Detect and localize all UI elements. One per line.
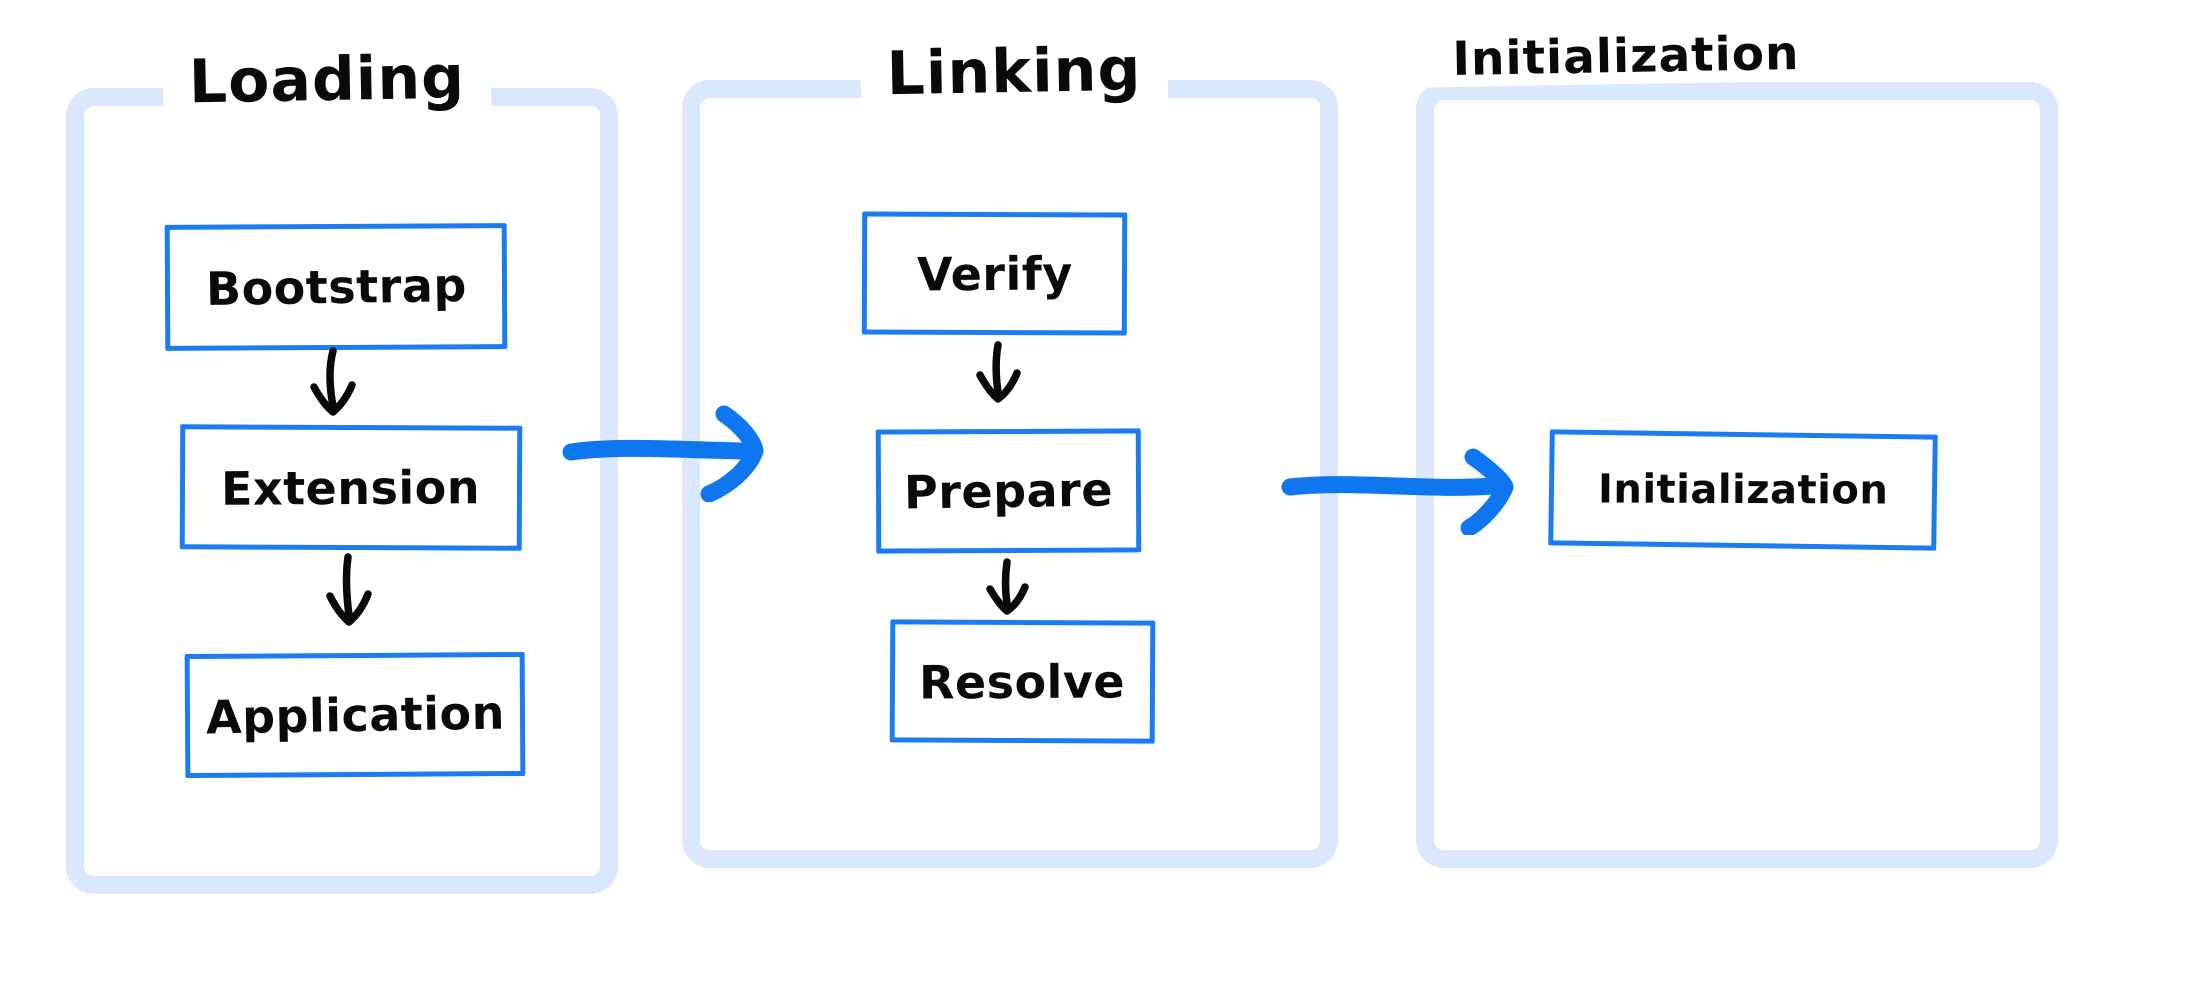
- step-box-verify: Verify: [861, 211, 1128, 336]
- step-label-application: Application: [205, 685, 505, 745]
- phase-title-initialization: Initialization: [1426, 26, 1826, 88]
- down-arrow-icon: [310, 347, 356, 416]
- step-label-prepare: Prepare: [903, 462, 1114, 520]
- phase-title-loading: Loading: [162, 43, 492, 118]
- phase-title-linking: Linking: [860, 35, 1168, 110]
- flow-arrow-linking-to-initialization-icon: [1281, 448, 1514, 535]
- step-box-application: Application: [184, 651, 526, 779]
- phase-container-linking: [682, 80, 1338, 868]
- step-label-verify: Verify: [916, 245, 1073, 302]
- step-label-extension: Extension: [221, 459, 481, 516]
- phase-container-initialization: [1416, 82, 2058, 868]
- step-box-prepare: Prepare: [875, 428, 1142, 554]
- down-arrow-icon: [986, 558, 1029, 615]
- down-arrow-icon: [326, 553, 372, 626]
- flow-arrow-loading-to-linking-icon: [562, 405, 764, 502]
- step-label-initialization: Initialization: [1597, 466, 1889, 514]
- step-box-initialization: Initialization: [1548, 429, 1938, 551]
- down-arrow-icon: [976, 341, 1021, 403]
- step-label-bootstrap: Bootstrap: [205, 257, 467, 317]
- step-label-resolve: Resolve: [919, 653, 1126, 710]
- step-box-resolve: Resolve: [889, 619, 1156, 744]
- step-box-extension: Extension: [179, 424, 523, 551]
- step-box-bootstrap: Bootstrap: [164, 223, 508, 351]
